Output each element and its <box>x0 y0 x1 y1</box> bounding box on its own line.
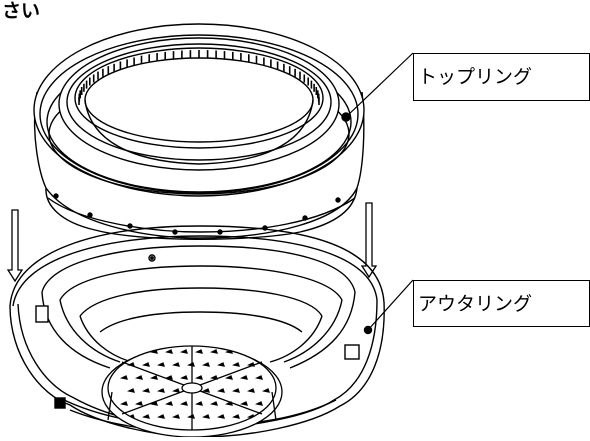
outer-ring-leader <box>367 279 414 331</box>
plate-hole <box>150 401 158 406</box>
plate-hole <box>172 362 180 367</box>
plate-hole <box>165 401 173 406</box>
plate-hole <box>180 349 188 354</box>
top-ring-label: トップリング <box>413 53 590 101</box>
plate-hole <box>202 388 210 393</box>
plate-hole <box>120 401 128 406</box>
down-arrow-right <box>360 202 378 279</box>
plate-hole <box>210 349 218 354</box>
plate-hole <box>232 388 240 393</box>
plate-hole <box>240 349 248 354</box>
plate-hole <box>195 375 203 380</box>
plate-hole <box>120 375 128 380</box>
plate-hole <box>142 414 150 419</box>
perforated-plate <box>101 345 283 438</box>
plate-hole <box>225 375 233 380</box>
plate-hole <box>150 375 158 380</box>
plate-hole <box>172 388 180 393</box>
top-ring-label-text: トップリング <box>418 66 533 88</box>
plate-hole <box>255 349 263 354</box>
plate-hole <box>225 349 233 354</box>
plate-hole <box>180 375 188 380</box>
plate-hole <box>210 375 218 380</box>
plate-hole <box>217 388 225 393</box>
down-arrow-left <box>6 209 24 283</box>
plate-hole <box>195 401 203 406</box>
plate-hole <box>165 349 173 354</box>
plate-hole <box>142 388 150 393</box>
plate-hole <box>135 375 143 380</box>
top-ring-leader <box>345 52 414 118</box>
plate-hole <box>202 362 210 367</box>
heading-fragment: さい <box>2 0 41 22</box>
plate-hole <box>172 414 180 419</box>
plate-hole <box>135 401 143 406</box>
plate-hole <box>240 401 248 406</box>
top-ring <box>33 23 365 240</box>
plate-hole <box>240 375 248 380</box>
plate-hole <box>255 375 263 380</box>
plate-hole <box>262 388 270 393</box>
plate-hole <box>120 349 128 354</box>
plate-hole <box>157 414 165 419</box>
plate-hole <box>217 362 225 367</box>
outer-ring-label-text: アウタリング <box>418 292 533 315</box>
plate-hole <box>157 388 165 393</box>
plate-hole <box>217 414 225 419</box>
plate-hole <box>135 349 143 354</box>
plate-hole <box>157 362 165 367</box>
plate-hole <box>232 414 240 419</box>
plate-hole <box>195 349 203 354</box>
plate-hole <box>127 388 135 393</box>
plate-hole <box>232 362 240 367</box>
plate-hole <box>142 362 150 367</box>
plate-hole <box>247 388 255 393</box>
plate-hole <box>180 401 188 406</box>
outer-ring-label: アウタリング <box>413 280 590 327</box>
plate-hole <box>255 401 263 406</box>
plate-hole <box>202 414 210 419</box>
plate-hole <box>210 401 218 406</box>
plate-hole <box>165 375 173 380</box>
plate-hole <box>150 349 158 354</box>
